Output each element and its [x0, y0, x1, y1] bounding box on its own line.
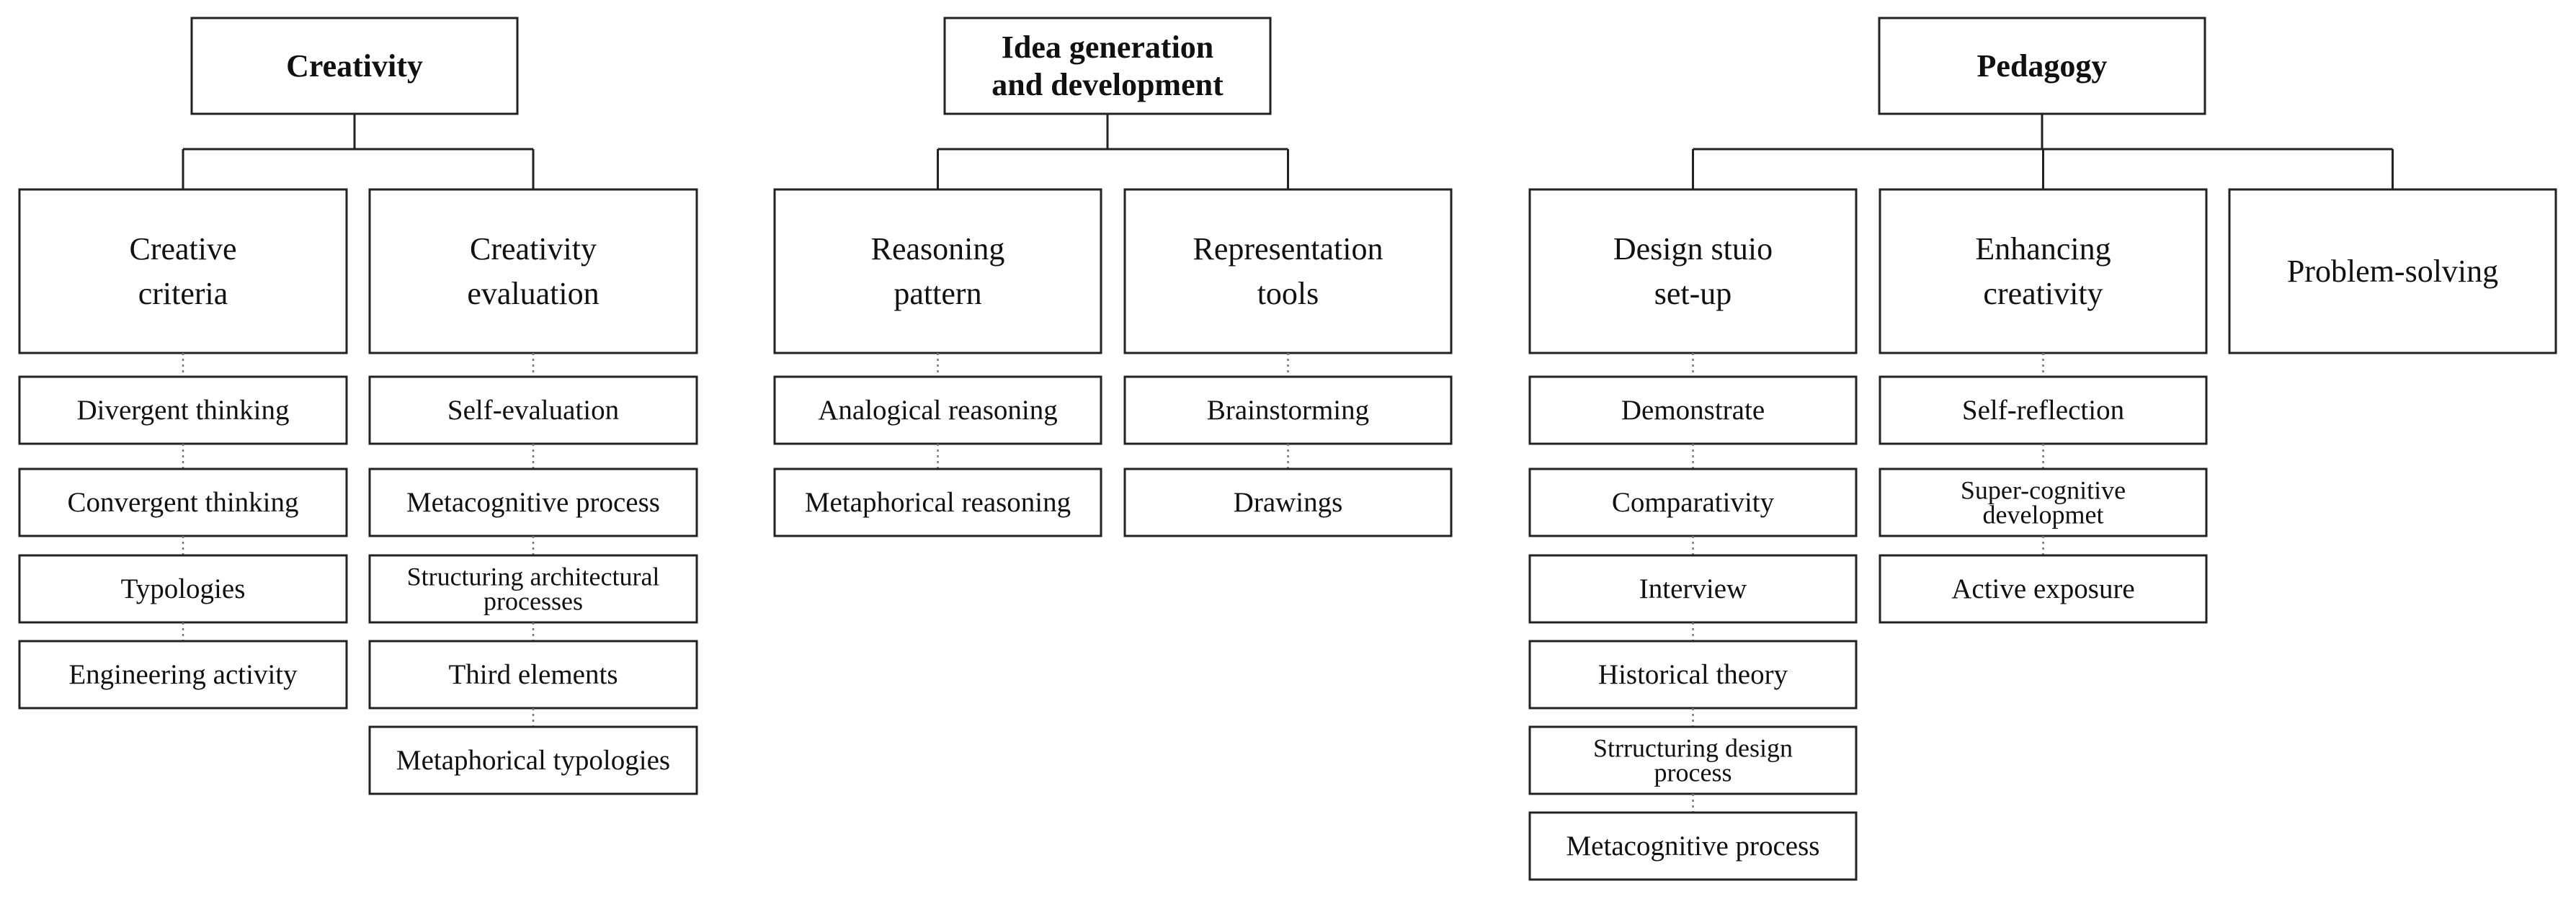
leaf-node-brainstorming [1123, 375, 1453, 445]
root-node-box [190, 17, 519, 115]
leaf-node-label: Structuring architectural [407, 563, 660, 591]
leaf-node-label: Engineering activity [68, 659, 298, 690]
leaf-node-metaphorical-reasoning [773, 468, 1102, 537]
branch-node-creative-criteria [18, 188, 348, 354]
branch-node-title: Representation [1193, 231, 1383, 267]
leaf-node-engineering-activity [18, 640, 348, 710]
leaf-node-strructuring-design-process [1528, 725, 1858, 795]
leaf-node-label: Interview [1639, 573, 1747, 604]
leaf-node-label: Super-cognitive [1961, 476, 2126, 505]
branch-node-title: evaluation [467, 276, 599, 311]
leaf-node-label: process [1654, 759, 1732, 787]
leaf-node-label: processes [483, 587, 583, 616]
root-node-box [1878, 17, 2206, 115]
branch-node-design-stuio-set-up [1528, 188, 1858, 354]
group-idea-generation-and-development [773, 17, 1453, 537]
leaf-node-demonstrate [1528, 375, 1858, 445]
leaf-node-label: Strructuring design [1593, 734, 1793, 763]
leaf-node-divergent-thinking [18, 375, 348, 445]
leaf-node-label: Metacognitive process [406, 487, 660, 518]
root-node-title: Creativity [286, 48, 423, 84]
leaf-node-third-elements [368, 640, 698, 710]
branch-node-title: Problem-solving [2287, 254, 2498, 289]
branch-node-title: set-up [1654, 276, 1732, 311]
leaf-node-label: Metacognitive process [1566, 831, 1820, 862]
root-node-title: and development [991, 67, 1224, 102]
branch-node-problem-solving [2228, 188, 2557, 354]
branch-node-title: Creativity [470, 231, 597, 267]
group-creativity [18, 17, 698, 795]
leaf-node-label: Drawings [1234, 487, 1343, 518]
branch-node-representation-tools [1123, 188, 1453, 354]
branch-node-enhancing-creativity [1878, 188, 2208, 354]
leaf-node-label: Convergent thinking [67, 487, 298, 518]
leaf-node-metaphorical-typologies [368, 725, 698, 795]
leaf-node-drawings [1123, 468, 1453, 537]
leaf-node-label: Comparativity [1612, 487, 1775, 518]
branch-node-title: Creative [129, 231, 236, 267]
leaf-node-self-evaluation [368, 375, 698, 445]
leaf-node-convergent-thinking [18, 468, 348, 537]
branch-node-title: Design stuio [1613, 231, 1773, 267]
leaf-node-label: Brainstorming [1207, 395, 1369, 426]
leaf-node-label: Metaphorical reasoning [805, 487, 1071, 518]
group-pedagogy [1528, 17, 2557, 881]
root-node-title: Idea generation [1002, 30, 1214, 65]
branch-node-creativity-evaluation [368, 188, 698, 354]
leaf-node-super-cognitive-developmet [1878, 468, 2208, 537]
leaf-node-label: Self-reflection [1962, 395, 2124, 426]
leaf-node-label: Self-evaluation [447, 395, 619, 426]
leaf-node-historical-theory [1528, 640, 1858, 710]
leaf-node-active-exposure [1878, 554, 2208, 624]
leaf-node-self-reflection [1878, 375, 2208, 445]
branch-node-title: creativity [1983, 276, 2103, 311]
leaf-node-label: Historical theory [1598, 659, 1788, 690]
branch-node-title: criteria [138, 276, 228, 311]
branch-node-title: tools [1257, 276, 1319, 311]
leaf-node-label: Divergent thinking [77, 395, 290, 426]
leaf-node-typologies [18, 554, 348, 624]
leaf-node-comparativity [1528, 468, 1858, 537]
root-node-box [943, 17, 1272, 115]
leaf-node-label: Third elements [448, 659, 618, 690]
root-node-title: Pedagogy [1977, 48, 2108, 84]
leaf-node-interview [1528, 554, 1858, 624]
leaf-node-label: Analogical reasoning [818, 395, 1057, 426]
branch-node-reasoning-pattern [773, 188, 1102, 354]
leaf-node-metacognitive-process [368, 468, 698, 537]
leaf-node-metacognitive-process [1528, 811, 1858, 881]
branch-node-title: Enhancing [1975, 231, 2111, 267]
leaf-node-label: developmet [1983, 501, 2104, 529]
leaf-node-label: Metaphorical typologies [396, 745, 670, 776]
leaf-node-analogical-reasoning [773, 375, 1102, 445]
branch-node-title: Reasoning [871, 231, 1005, 267]
branch-node-title: pattern [893, 276, 981, 311]
leaf-node-label: Demonstrate [1621, 395, 1765, 426]
leaf-node-structuring-architectural-processes [368, 554, 698, 624]
leaf-node-label: Typologies [121, 573, 246, 604]
leaf-node-label: Active exposure [1951, 573, 2135, 604]
